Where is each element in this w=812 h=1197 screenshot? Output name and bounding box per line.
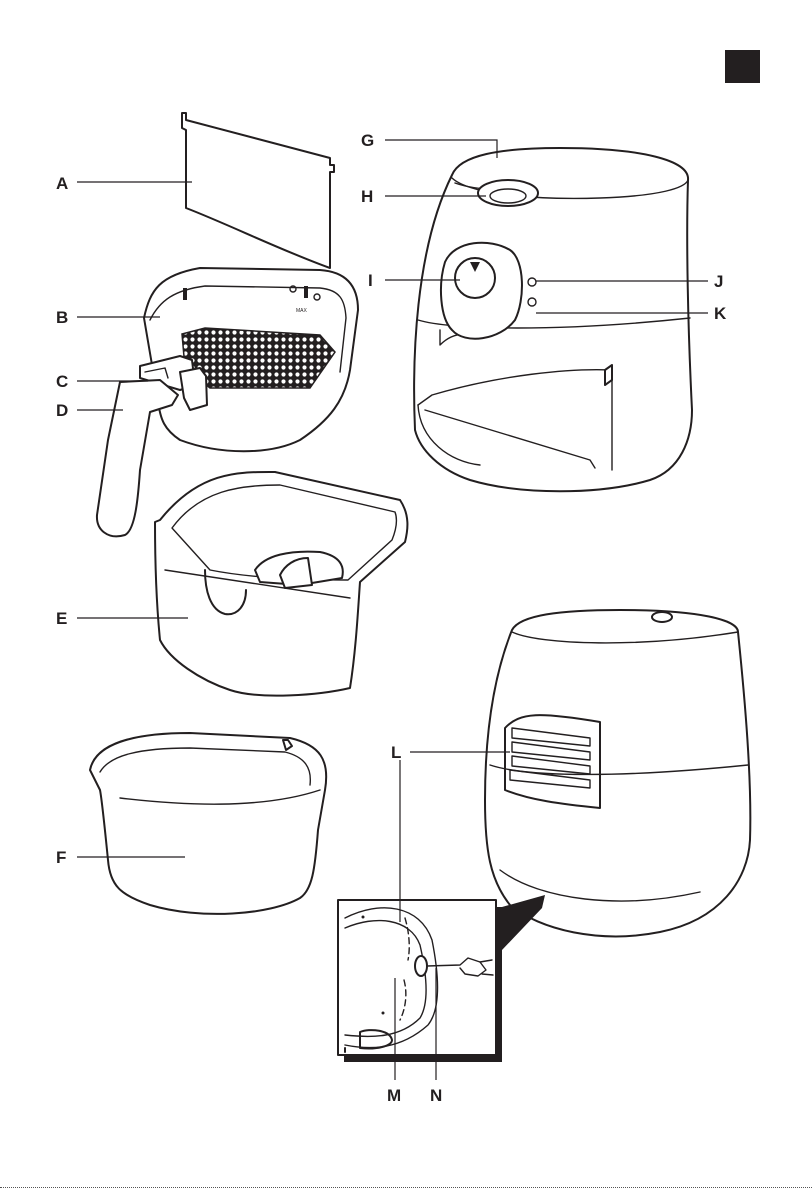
label-j: J [714, 272, 723, 291]
label-h: H [361, 187, 373, 206]
label-c: C [56, 372, 68, 391]
inset-detail [338, 895, 545, 1062]
label-f: F [56, 848, 66, 867]
label-g: G [361, 131, 374, 150]
label-e: E [56, 609, 67, 628]
label-m: M [387, 1086, 401, 1105]
label-b: B [56, 308, 68, 327]
label-n: N [430, 1086, 442, 1105]
appliance-front [414, 148, 692, 491]
svg-text:MAX: MAX [296, 308, 308, 314]
label-k: K [714, 304, 727, 323]
part-f-pan [90, 733, 326, 914]
label-l: L [391, 743, 401, 762]
label-d: D [56, 401, 68, 420]
appliance-rear [485, 610, 750, 936]
part-e-drawer [155, 472, 407, 696]
language-tab-marker [725, 50, 760, 83]
part-a-separator [182, 113, 334, 268]
label-a: A [56, 174, 68, 193]
page-trim-line [0, 1187, 812, 1188]
label-i: I [368, 271, 373, 290]
